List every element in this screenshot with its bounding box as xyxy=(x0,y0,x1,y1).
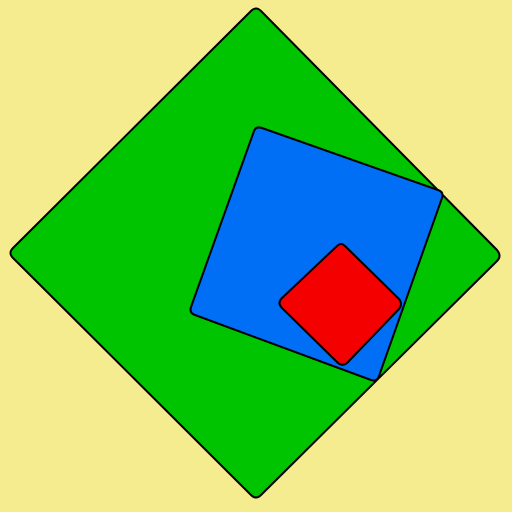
red-diamond xyxy=(278,243,402,366)
